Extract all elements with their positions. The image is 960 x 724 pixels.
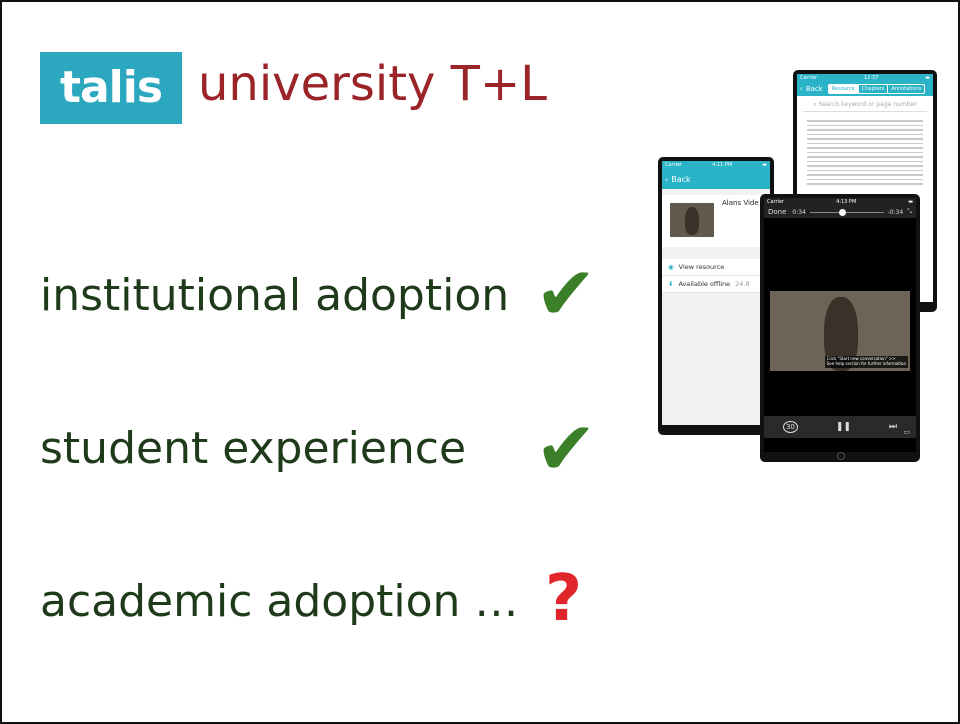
video-thumbnail[interactable]	[670, 203, 714, 237]
search-placeholder: Search keyword or page number	[818, 101, 917, 108]
battery-icon: ▬	[925, 75, 930, 81]
logo-text: talis	[59, 62, 163, 113]
tab-chapters[interactable]: Chapters	[857, 85, 888, 93]
tab-annotations[interactable]: Annotations	[887, 85, 924, 93]
question-mark-icon: ?	[545, 562, 583, 636]
reader-search-input[interactable]: ⌕ Search keyword or page number	[803, 99, 927, 112]
tab-resource[interactable]: Resource	[828, 85, 858, 93]
done-button[interactable]: Done	[768, 208, 787, 216]
available-offline-row[interactable]: ⬇ Available offline 24.8	[662, 276, 770, 293]
offline-size: 24.8	[735, 280, 750, 288]
elapsed-time: 0:34	[792, 208, 806, 216]
reader-tabs: Resource Chapters Annotations	[827, 84, 926, 94]
tablet-resource-screenshot: Carrier 4:11 PM ▬ ‹ Back Alans Vide ◉ Vi…	[658, 157, 774, 435]
view-resource-row[interactable]: ◉ View resource	[662, 259, 770, 276]
caption-line-1: Click "Start new conversation" >>	[826, 356, 896, 362]
tablet-reader-screenshot: Carrier 12:37 ▬ ‹ Back Resource Chapters…	[793, 70, 937, 312]
remaining-time: -0:34	[887, 208, 904, 216]
caption-line-2: See help section for further information	[826, 361, 906, 367]
status-bar: Carrier 12:37 ▬	[797, 74, 933, 82]
carrier-label: Carrier	[800, 75, 818, 81]
status-time: 4:13 PM	[836, 199, 857, 205]
pause-icon[interactable]: ❚❚	[835, 422, 851, 432]
battery-icon: ▬	[762, 162, 767, 168]
skip-forward-icon[interactable]: ⏭	[888, 422, 897, 432]
airplay-icon[interactable]: ▭	[903, 428, 910, 436]
talis-logo: talis	[40, 52, 182, 124]
scrubber[interactable]	[809, 208, 884, 216]
slide-title: university T+L	[198, 56, 547, 112]
download-icon: ⬇	[668, 280, 674, 288]
video-caption: Click "Start new conversation" >> See he…	[824, 356, 908, 368]
scrubber-knob[interactable]	[839, 208, 847, 216]
player-screen: Carrier 4:13 PM ▬ Done 0:34 -0:34 ⤡ Clic…	[764, 198, 916, 452]
player-top-bar: Done 0:34 -0:34 ⤡	[764, 206, 916, 218]
resource-title: Alans Vide	[722, 199, 759, 207]
carrier-label: Carrier	[665, 162, 683, 168]
status-bar: Carrier 4:13 PM ▬	[764, 198, 916, 206]
resource-nav-bar: ‹ Back	[662, 169, 770, 189]
point-academic-adoption: academic adoption …	[40, 576, 519, 627]
carrier-label: Carrier	[767, 199, 785, 205]
search-icon: ⌕	[813, 101, 817, 108]
available-offline-label: Available offline	[678, 280, 731, 288]
fullscreen-icon[interactable]: ⤡	[907, 208, 912, 215]
back-chevron-icon[interactable]: ‹	[800, 85, 803, 93]
presenter-figure	[685, 207, 699, 235]
point-student-experience: student experience	[40, 423, 467, 474]
video-frame[interactable]: Click "Start new conversation" >> See he…	[770, 291, 910, 371]
player-controls: 30 ❚❚ ⏭	[764, 416, 916, 438]
back-chevron-icon[interactable]: ‹	[665, 174, 669, 184]
check-mark-icon: ✔	[535, 251, 598, 337]
resource-screen: Carrier 4:11 PM ▬ ‹ Back Alans Vide ◉ Vi…	[662, 161, 770, 425]
reader-text-body	[797, 115, 933, 190]
eye-icon: ◉	[668, 263, 674, 271]
point-institutional-adoption: institutional adoption	[40, 270, 510, 321]
reader-nav-bar: ‹ Back Resource Chapters Annotations	[797, 82, 933, 96]
home-button	[837, 452, 845, 460]
check-mark-icon: ✔	[535, 406, 598, 492]
back-button[interactable]: Back	[805, 85, 823, 93]
tablet-player-screenshot: Carrier 4:13 PM ▬ Done 0:34 -0:34 ⤡ Clic…	[760, 194, 920, 462]
status-bar: Carrier 4:11 PM ▬	[662, 161, 770, 169]
back-button[interactable]: Back	[671, 174, 691, 184]
rewind-30-icon[interactable]: 30	[782, 421, 798, 433]
status-time: 12:37	[863, 75, 879, 81]
status-time: 4:11 PM	[712, 162, 733, 168]
resource-header: Alans Vide	[662, 195, 770, 247]
battery-icon: ▬	[908, 199, 913, 205]
view-resource-label: View resource	[678, 263, 725, 271]
